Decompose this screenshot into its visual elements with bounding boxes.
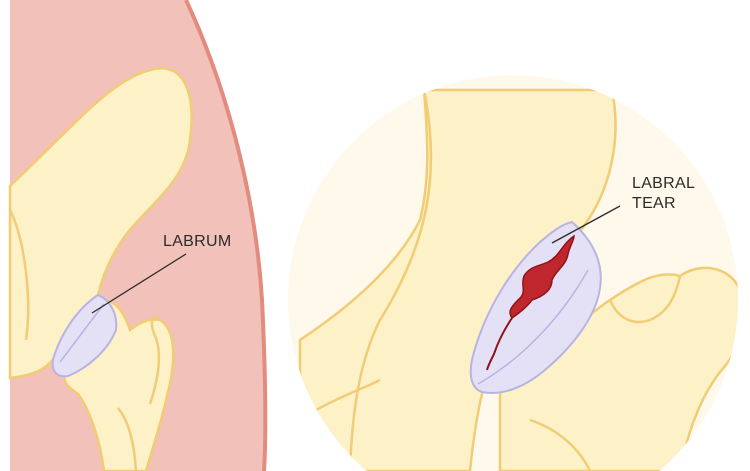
labral-tear-label-line2: TEAR	[632, 194, 676, 214]
labrum-label: LABRUM	[163, 232, 231, 252]
magnified-panel	[280, 70, 750, 471]
labral-tear-label-line1: LABRAL	[632, 174, 695, 194]
